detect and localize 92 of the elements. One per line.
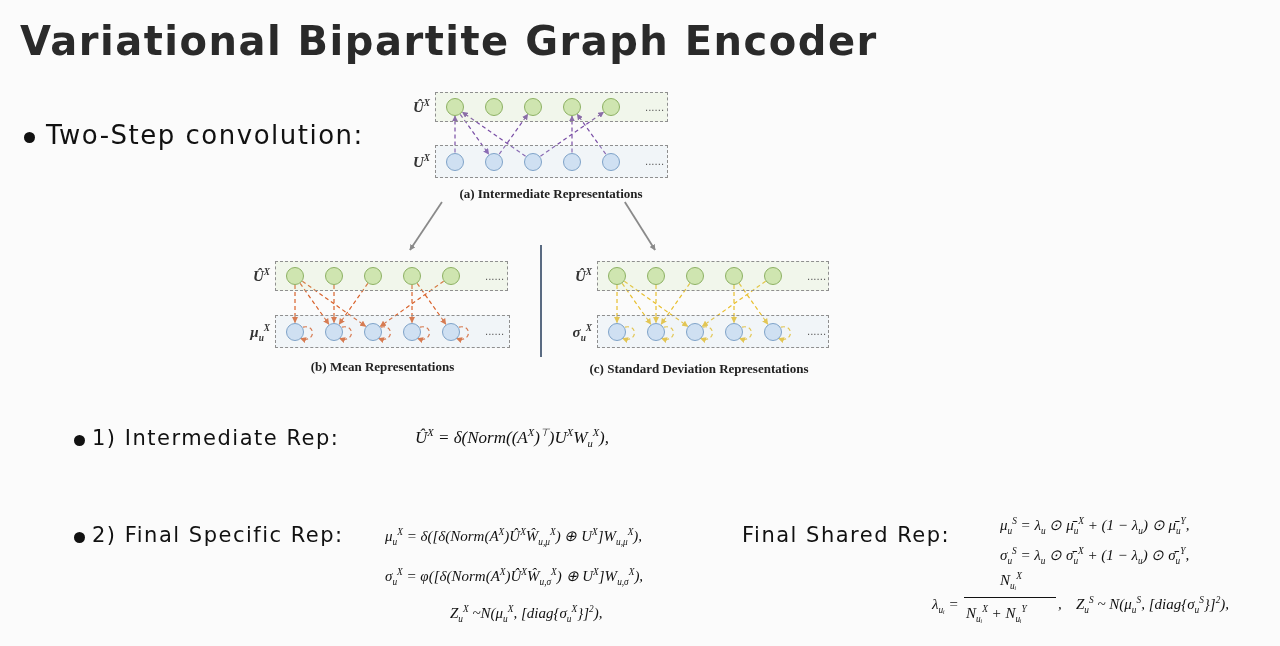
- dashed-arrow: [653, 284, 659, 324]
- dashed-arrow: [299, 282, 330, 325]
- dashed-arrow: [378, 326, 392, 343]
- dashed-arrow: [459, 113, 490, 155]
- graph-node-circle: [647, 267, 665, 285]
- dashed-arrow: [569, 115, 575, 154]
- dashed-arrow: [700, 326, 714, 343]
- figure-caption: (a) Intermediate Representations: [458, 186, 644, 202]
- math-formula: Z$_{u}$$^{S}$ ~ N(μ$_{u}$$^{S}$, [diag{σ$_{u}$$^{S}$}]$^{2}$),: [1076, 596, 1230, 613]
- dashed-arrow: [292, 284, 298, 324]
- row-label: Û$^{X}$: [574, 267, 592, 285]
- dashed-arrow: [331, 284, 337, 324]
- graph-node-circle: [442, 322, 460, 341]
- graph-node-circle: [286, 322, 304, 341]
- dashed-arrow: [622, 326, 636, 343]
- dashed-arrow: [660, 282, 691, 325]
- graph-node-circle: [563, 152, 581, 171]
- arrow: [623, 201, 656, 251]
- math-formula: Û$^{X}$ = δ(Norm((A$^{X}$)$^{⊤}$)U$^{X}$W$_{u}$$^{X}$),: [415, 428, 609, 448]
- math-formula: μ$_{u}$$^{X}$ = δ([δ(Norm(A$^{X}$)Û$^{X}$Ŵ$_{u,μ}$$^{X}$) ⊕ U$^{X}$]W$_{u,μ}$$^{X}$),: [385, 527, 643, 545]
- graph-node-circle: [364, 322, 382, 341]
- ellipsis: ......: [645, 101, 665, 113]
- dashed-arrow: [661, 326, 675, 343]
- dashed-arrow: [379, 280, 445, 327]
- bullet-text: Two-Step convolution:: [46, 120, 364, 150]
- figure-caption: (c) Standard Deviation Representations: [588, 361, 810, 377]
- graph-node-circle: [325, 267, 343, 285]
- dashed-arrow: [778, 326, 792, 343]
- graph-node-circle: [764, 267, 782, 285]
- math-formula: μ$_{u}$$^{S}$ = λ$_{u}$ ⊙ μ̄$_{u}$$^{X}$ + (1 − λ$_{u}$) ⊙ μ̄$_{u}$$^{Y}$,: [1000, 516, 1190, 534]
- graph-node-circle: [686, 322, 704, 341]
- graph-node-circle: [446, 98, 464, 116]
- graph-node-circle: [446, 152, 464, 171]
- graph-node-circle: [524, 152, 542, 171]
- figure-caption: (b) Mean Representations: [309, 359, 456, 375]
- dashed-arrow: [409, 284, 415, 324]
- ellipsis: ......: [645, 156, 665, 167]
- graph-node-circle: [485, 152, 503, 171]
- dashed-arrow: [452, 115, 458, 154]
- dashed-arrow: [461, 111, 527, 157]
- dashed-arrow: [731, 284, 737, 324]
- dashed-arrow: [498, 113, 529, 155]
- dashed-arrow: [416, 282, 447, 325]
- graph-node-circle: [686, 267, 704, 285]
- graph-node-circle: [608, 267, 626, 285]
- dashed-arrow: [300, 326, 314, 343]
- graph-node-circle: [364, 267, 382, 285]
- math-formula: σ$_{u}$$^{S}$ = λ$_{u}$ ⊙ σ̄$_{u}$$^{X}$ + (1 − λ$_{u}$) ⊙ σ̄$_{u}$$^{Y}$,: [1000, 546, 1190, 564]
- row-label: Û$^{X}$: [412, 98, 430, 116]
- dashed-arrow: [701, 280, 767, 327]
- ellipsis: ......: [807, 270, 827, 282]
- graph-node-circle: [286, 267, 304, 285]
- dashed-arrow: [614, 284, 620, 324]
- arrow: [409, 201, 443, 251]
- graph-node-circle: [602, 98, 620, 116]
- dashed-arrow: [739, 326, 753, 343]
- math-formula: λ$_{uᵢ}$ =: [932, 596, 959, 613]
- row-label: Û$^{X}$: [252, 267, 270, 285]
- graph-node-circle: [608, 322, 626, 341]
- graph-node-circle: [725, 267, 743, 285]
- dashed-arrow: [339, 326, 353, 343]
- dashed-arrow: [576, 113, 607, 155]
- ellipsis: ......: [485, 270, 505, 282]
- graph-node-circle: [764, 322, 782, 341]
- row-label: U$^{X}$: [412, 153, 430, 170]
- bullet-text: 2) Final Specific Rep:: [92, 523, 344, 547]
- dashed-arrow: [301, 280, 367, 327]
- dashed-arrow: [623, 280, 689, 327]
- graph-node-circle: [485, 98, 503, 116]
- ellipsis: ......: [485, 326, 505, 337]
- dashed-arrow: [738, 282, 769, 325]
- slide-title: Variational Bipartite Graph Encoder: [20, 18, 878, 64]
- math-formula: σ$_{u}$$^{X}$ = φ([δ(Norm(A$^{X}$)Û$^{X}$Ŵ$_{u,σ}$$^{X}$) ⊕ U$^{X}$]W$_{u,σ}$$^{X}$),: [385, 567, 644, 585]
- math-formula: Z$_{u}$$^{X}$ ~N(μ$_{u}$$^{X}$, [diag{σ$_{u}$$^{X}$}]$^{2}$),: [450, 605, 603, 622]
- graph-node-circle: [524, 98, 542, 116]
- math-formula: ,: [1058, 596, 1062, 613]
- graph-node-circle: [647, 322, 665, 341]
- dashed-arrow: [338, 282, 369, 325]
- dashed-arrow: [417, 326, 431, 343]
- bullet-text: Final Shared Rep:: [742, 523, 951, 547]
- graph-node-circle: [563, 98, 581, 116]
- bullet-text: 1) Intermediate Rep:: [92, 426, 340, 450]
- graph-node-circle: [325, 322, 343, 341]
- dashed-arrow: [539, 111, 605, 157]
- graph-node-circle: [602, 152, 620, 171]
- ellipsis: ......: [807, 326, 827, 337]
- graph-node-circle: [403, 322, 421, 341]
- graph-node-circle: [725, 322, 743, 341]
- graph-node-circle: [442, 267, 460, 285]
- graph-node-circle: [403, 267, 421, 285]
- dashed-arrow: [456, 326, 470, 343]
- dashed-arrow: [621, 282, 652, 325]
